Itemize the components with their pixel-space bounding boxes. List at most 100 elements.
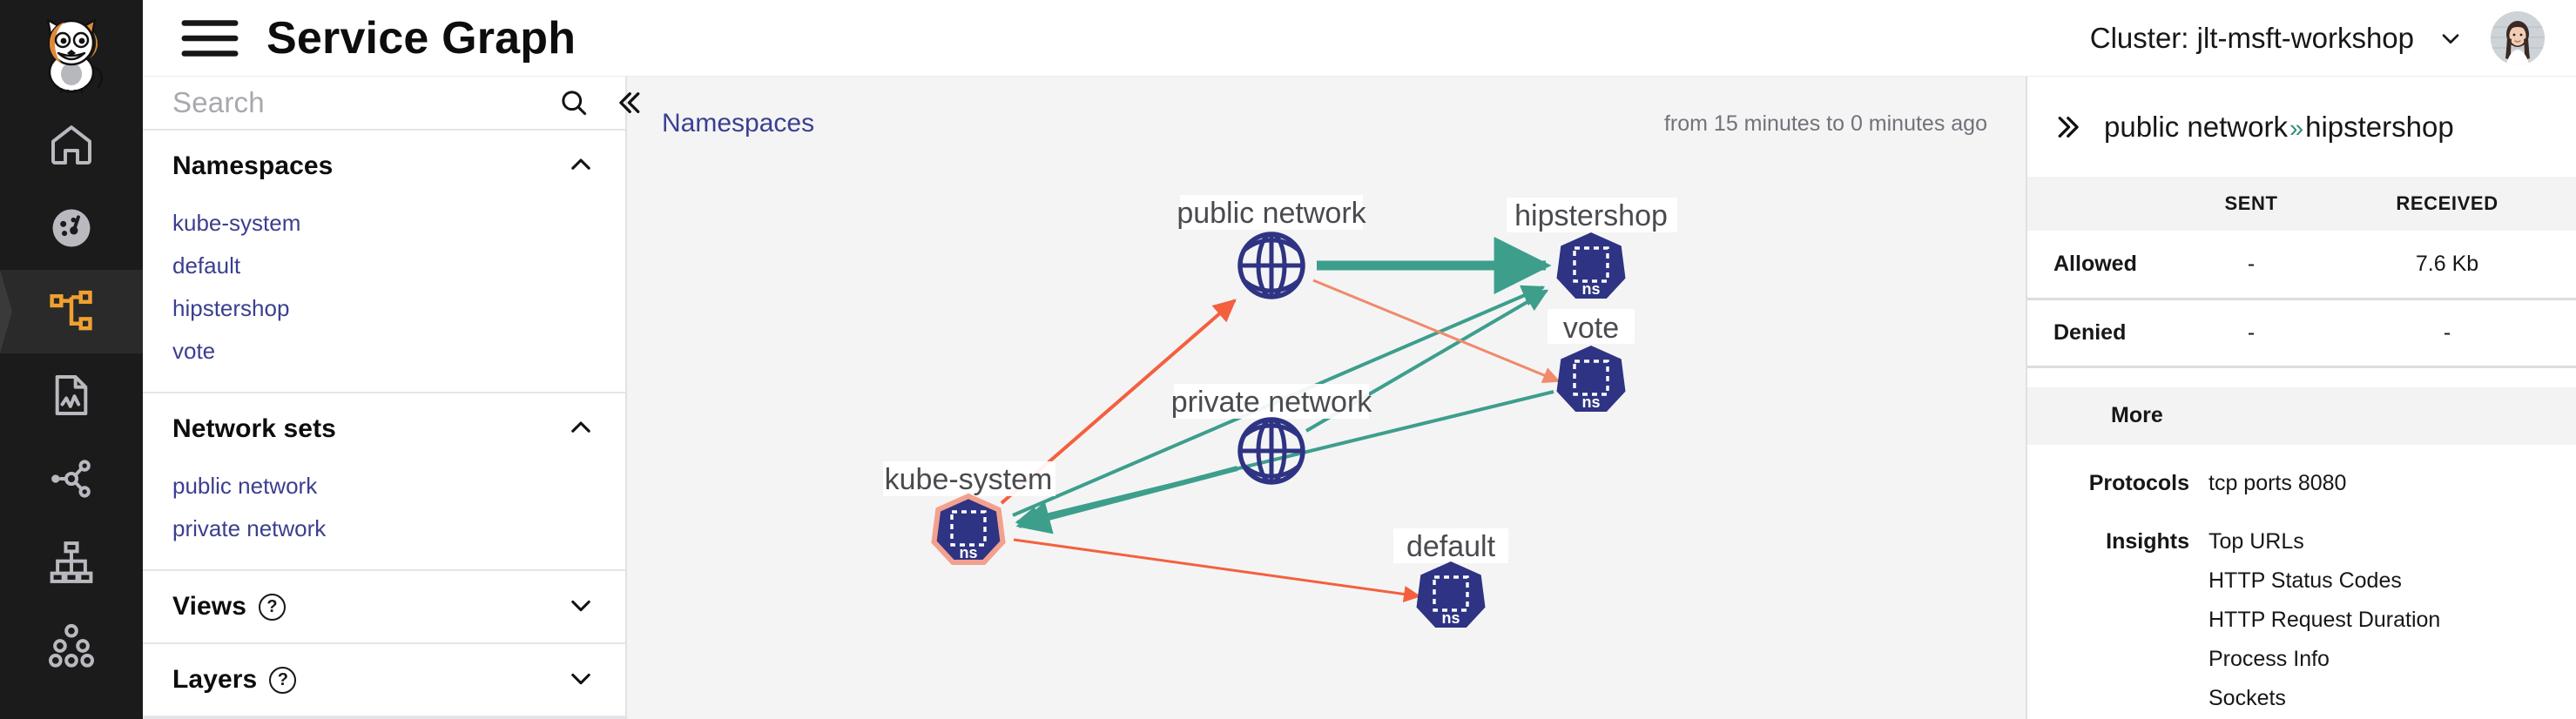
section-title: Network sets (172, 414, 336, 443)
section-body-namespaces: kube-system default hipstershop vote (143, 202, 625, 392)
column-header-received: RECEIVED (2318, 177, 2576, 231)
section-header-views[interactable]: Views ? (143, 571, 625, 642)
left-sidebar: Namespaces kube-system default hipstersh… (143, 0, 640, 719)
breadcrumb[interactable]: Namespaces (662, 109, 815, 138)
sidebar-item-topology[interactable] (0, 521, 143, 604)
canvas-toolbar: Namespaces from 15 minutes to 0 minutes … (627, 77, 2026, 171)
node-default[interactable]: default ns (1393, 528, 1508, 628)
graph-canvas[interactable]: Namespaces from 15 minutes to 0 minutes … (627, 0, 2027, 719)
section-title: Layers (172, 665, 258, 694)
globe-icon (1237, 417, 1305, 485)
logs-document-icon (47, 371, 96, 420)
networkset-link-private-network[interactable]: private network (172, 515, 327, 541)
network-nodes-icon (47, 454, 96, 503)
section-header-namespaces[interactable]: Namespaces (143, 131, 625, 202)
protocols-key: Protocols (2088, 470, 2189, 495)
service-graph-icon (47, 287, 96, 336)
insight-http-request-duration[interactable]: HTTP Request Duration (2208, 607, 2441, 632)
sidebar-item-cluster-mesh[interactable] (0, 604, 143, 688)
sidebar-item-network-nodes[interactable] (0, 437, 143, 521)
sidebar-section-views: Views ? (143, 571, 625, 644)
row-label-allowed: Allowed (2027, 231, 2184, 300)
calico-cat-logo[interactable] (0, 0, 143, 103)
insight-process-info[interactable]: Process Info (2208, 646, 2330, 671)
sidebar-filler (143, 717, 625, 719)
node-vote[interactable]: vote ns (1548, 309, 1635, 412)
table-row: Allowed - 7.6 Kb (2027, 231, 2576, 300)
chevron-up-icon[interactable] (566, 150, 596, 184)
detail-header: public network » hipstershop (2027, 77, 2576, 177)
avatar[interactable] (2491, 10, 2545, 65)
node-kube-system[interactable]: kube-system ns (883, 461, 1055, 565)
insights-row: Insights Top URLs HTTP Status Codes HTTP… (2027, 522, 2576, 718)
namespace-hexagon-icon: ns (931, 493, 1006, 565)
namespace-link-hipstershop[interactable]: hipstershop (172, 295, 290, 321)
protocols-value: tcp ports 8080 (2208, 470, 2347, 495)
chevron-down-icon[interactable] (566, 663, 596, 697)
search-input[interactable] (172, 86, 543, 119)
protocols-values: tcp ports 8080 (2208, 464, 2346, 503)
edge-public-network-to-vote[interactable] (1312, 279, 1561, 384)
cluster-label: Cluster: jlt-msft-workshop (2089, 21, 2414, 54)
service-graph-diagram[interactable]: public network private network (627, 0, 2027, 719)
node-label: public network (1177, 197, 1366, 230)
node-label: vote (1563, 312, 1619, 345)
node-sublabel: ns (1441, 609, 1460, 627)
sidebar-section-network-sets: Network sets public network private netw… (143, 393, 625, 571)
views-help-icon[interactable]: ? (259, 593, 287, 621)
cluster-mesh-icon (47, 622, 96, 670)
rail-item-list (0, 103, 143, 688)
icon-rail (0, 0, 143, 719)
top-bar: Service Graph Cluster: jlt-msft-workshop (143, 0, 2576, 77)
sidebar-item-home[interactable] (0, 103, 143, 186)
table-header-row: SENT RECEIVED (2027, 177, 2576, 231)
chevron-down-icon[interactable] (566, 590, 596, 624)
section-header-layers[interactable]: Layers ? (143, 644, 625, 716)
node-label: default (1406, 530, 1496, 563)
node-private-network[interactable]: private network (1171, 384, 1373, 485)
node-hipstershop[interactable]: hipstershop ns (1507, 198, 1677, 299)
sidebar-item-service-graph[interactable] (0, 270, 143, 353)
insights-values: Top URLs HTTP Status Codes HTTP Request … (2208, 522, 2440, 718)
edge-kube-system-to-default[interactable] (1013, 538, 1421, 603)
insight-http-status-codes[interactable]: HTTP Status Codes (2208, 568, 2402, 593)
cell-allowed-sent: - (2184, 231, 2319, 300)
cluster-selector[interactable]: Cluster: jlt-msft-workshop (2090, 22, 2465, 55)
detail-target[interactable]: hipstershop (2305, 110, 2454, 143)
more-section-header[interactable]: More (2027, 386, 2576, 445)
node-public-network[interactable]: public network (1177, 195, 1367, 299)
sidebar-item-dashboard[interactable] (0, 186, 143, 270)
insight-top-urls[interactable]: Top URLs (2208, 528, 2304, 554)
row-label-denied: Denied (2027, 299, 2184, 368)
layers-help-icon[interactable]: ? (269, 666, 297, 694)
node-label: kube-system (885, 463, 1053, 496)
collapse-detail-panel-button[interactable] (2053, 111, 2087, 144)
insight-sockets[interactable]: Sockets (2208, 685, 2286, 710)
node-label: private network (1171, 386, 1373, 419)
namespace-hexagon-icon: ns (1556, 346, 1626, 412)
sidebar-search-row (143, 77, 640, 131)
namespace-link-default[interactable]: default (172, 252, 241, 279)
search-icon[interactable] (551, 80, 597, 125)
chevron-up-icon[interactable] (566, 413, 596, 447)
section-header-network-sets[interactable]: Network sets (143, 393, 625, 465)
time-range-label[interactable]: from 15 minutes to 0 minutes ago (1663, 111, 1987, 136)
node-sublabel: ns (1581, 280, 1600, 298)
namespace-link-vote[interactable]: vote (172, 338, 216, 364)
networkset-link-public-network[interactable]: public network (172, 473, 318, 499)
detail-source[interactable]: public network (2104, 110, 2288, 143)
cell-allowed-received: 7.6 Kb (2318, 231, 2576, 300)
hamburger-menu-icon[interactable] (179, 16, 240, 61)
sidebar-section-namespaces: Namespaces kube-system default hipstersh… (143, 131, 625, 393)
globe-icon (1237, 232, 1305, 299)
section-body-network-sets: public network private network (143, 465, 625, 569)
collapse-sidebar-button[interactable] (605, 80, 651, 125)
column-header-sent: SENT (2184, 177, 2319, 231)
cell-denied-sent: - (2184, 299, 2319, 368)
namespace-link-kube-system[interactable]: kube-system (172, 210, 301, 236)
edge-private-network-to-kube-system[interactable] (1015, 466, 1238, 534)
node-sublabel: ns (1581, 393, 1600, 411)
sidebar-item-logs[interactable] (0, 353, 143, 437)
cell-denied-received: - (2318, 299, 2576, 368)
